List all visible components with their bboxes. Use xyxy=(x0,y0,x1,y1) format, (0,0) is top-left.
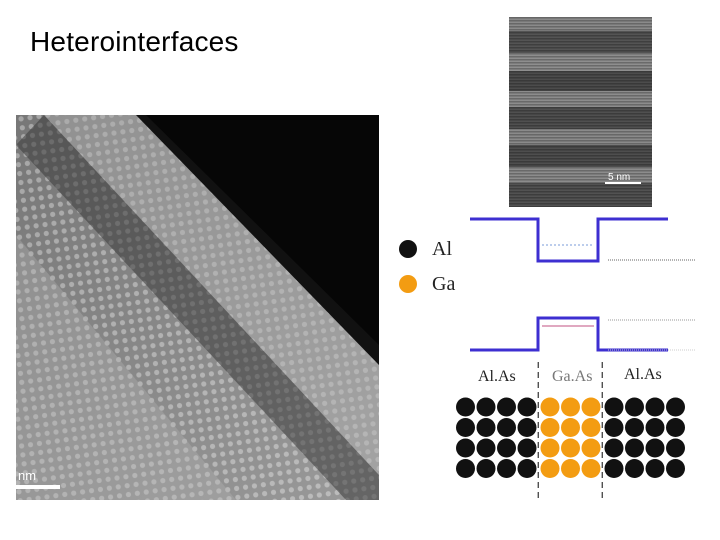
atom xyxy=(517,418,537,437)
atom xyxy=(581,418,601,437)
tem-superlattice-image xyxy=(509,17,652,207)
atom xyxy=(540,418,560,437)
atom xyxy=(625,459,644,478)
atom xyxy=(476,418,496,437)
atom xyxy=(456,418,475,437)
atom xyxy=(561,459,580,478)
atom xyxy=(666,418,685,437)
atom xyxy=(581,438,601,458)
atom xyxy=(645,418,665,437)
tem-scale-label: 5 nm xyxy=(608,172,631,183)
atom xyxy=(561,397,580,417)
atom xyxy=(561,418,580,437)
atom xyxy=(540,397,560,417)
layer-label-middle: Ga.As xyxy=(552,368,593,385)
atom xyxy=(625,438,644,458)
atom xyxy=(476,397,496,417)
atom xyxy=(497,438,516,458)
atom xyxy=(666,459,685,478)
atom xyxy=(666,438,685,458)
atom xyxy=(497,418,516,437)
atom xyxy=(581,397,601,417)
atom xyxy=(476,438,496,458)
atom xyxy=(645,397,665,417)
layer-label-right: Al.As xyxy=(624,366,662,383)
atom xyxy=(517,459,537,478)
atom xyxy=(604,418,624,437)
al-legend-label: Al xyxy=(432,238,452,260)
atom xyxy=(497,397,516,417)
atom xyxy=(625,397,644,417)
conduction-band-line xyxy=(470,217,668,263)
atom xyxy=(581,459,601,478)
atom xyxy=(517,438,537,458)
atom xyxy=(561,438,580,458)
atom xyxy=(456,438,475,458)
stem-scale-bar xyxy=(16,485,60,489)
atom xyxy=(540,459,560,478)
stem-lattice-image xyxy=(16,115,379,500)
atom xyxy=(456,459,475,478)
valence-band-line xyxy=(470,316,668,352)
ga-legend-label: Ga xyxy=(432,273,456,295)
slide-title: Heterointerfaces xyxy=(30,26,239,57)
atom xyxy=(645,459,665,478)
al-legend-dot xyxy=(399,240,417,258)
atom xyxy=(604,459,624,478)
atom xyxy=(645,438,665,458)
atom xyxy=(476,459,496,478)
atom xyxy=(540,438,560,458)
atom xyxy=(497,459,516,478)
ga-legend-dot xyxy=(399,275,417,293)
band-diagram xyxy=(470,217,696,352)
atom xyxy=(666,397,685,417)
atom xyxy=(517,397,537,417)
stem-scale-label: nm xyxy=(18,468,37,483)
atom-lattice xyxy=(456,362,685,498)
atom xyxy=(456,397,475,417)
atom xyxy=(625,418,644,437)
atom xyxy=(604,397,624,417)
layer-label-left: Al.As xyxy=(478,368,516,385)
atom xyxy=(604,438,624,458)
tem-scale-bar xyxy=(605,182,641,184)
